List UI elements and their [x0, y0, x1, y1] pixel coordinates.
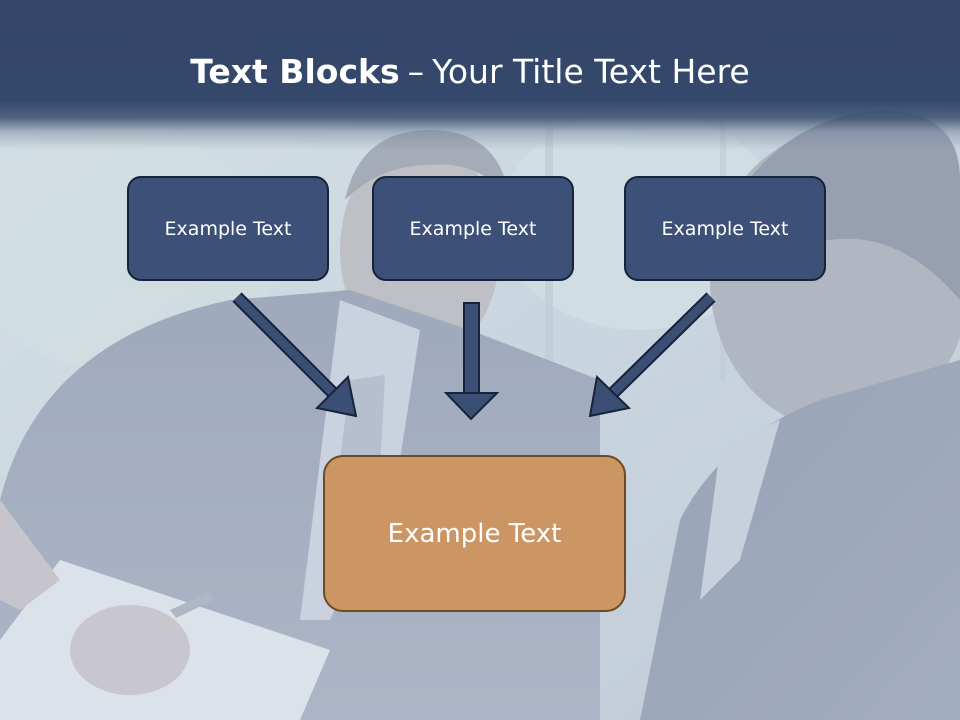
text-box-right[interactable]: Example Text — [624, 176, 826, 281]
arrow-down — [443, 302, 500, 421]
text-box-left-label: Example Text — [164, 217, 292, 240]
title-separator: – — [407, 52, 425, 91]
text-box-left[interactable]: Example Text — [127, 176, 329, 281]
text-box-center[interactable]: Example Text — [323, 455, 626, 612]
arrow-right-diagonal — [588, 292, 716, 418]
title-bold-part: Text Blocks — [190, 52, 400, 91]
text-box-center-label: Example Text — [387, 518, 562, 549]
header-band — [0, 0, 960, 150]
arrow-left-diagonal — [232, 292, 358, 418]
slide-title: Text Blocks–Your Title Text Here — [0, 52, 950, 91]
text-box-middle[interactable]: Example Text — [372, 176, 574, 281]
title-rest-part: Your Title Text Here — [432, 52, 750, 91]
text-box-right-label: Example Text — [661, 217, 789, 240]
text-box-middle-label: Example Text — [409, 217, 537, 240]
